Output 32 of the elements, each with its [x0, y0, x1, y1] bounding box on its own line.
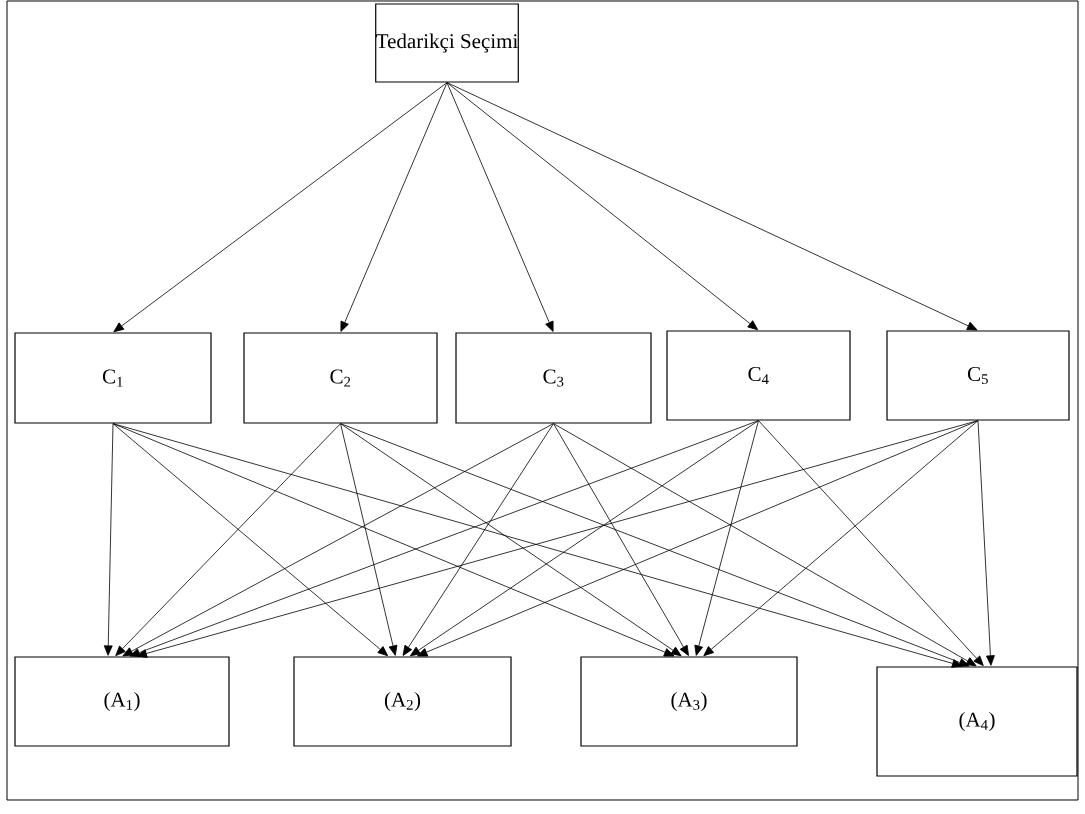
arrow	[446, 82, 554, 332]
box: C$_{2}$	[243, 332, 438, 424]
arrow	[977, 420, 995, 666]
arrow	[129, 420, 759, 657]
box: C$_{4}$	[666, 330, 851, 421]
arrow	[103, 423, 114, 656]
arrow	[417, 420, 979, 657]
arrow	[410, 420, 759, 657]
box: (A$_{3}$)	[580, 656, 798, 747]
box: (A$_{2}$)	[293, 656, 512, 747]
box: Tedarikçi Seçimi	[375, 3, 519, 83]
arrow	[446, 82, 759, 331]
arrow	[446, 82, 978, 331]
arrow	[758, 420, 984, 666]
box: (A$_{4}$)	[876, 666, 1078, 777]
arrow	[340, 423, 398, 656]
arrow	[340, 82, 448, 332]
arrow	[703, 420, 979, 657]
arrow	[340, 423, 970, 667]
arrow	[122, 423, 554, 657]
arrow	[402, 423, 554, 656]
arrow	[340, 423, 682, 657]
arrow	[553, 423, 689, 656]
arrow	[113, 82, 448, 333]
box: C$_{5}$	[886, 330, 1070, 421]
box: (A$_{1}$)	[14, 656, 230, 747]
box: C$_{1}$	[14, 332, 212, 424]
box: C$_{3}$	[455, 332, 652, 424]
arrow	[553, 423, 977, 667]
arrow	[115, 423, 341, 657]
arrow	[112, 423, 389, 657]
arrow	[694, 420, 759, 656]
